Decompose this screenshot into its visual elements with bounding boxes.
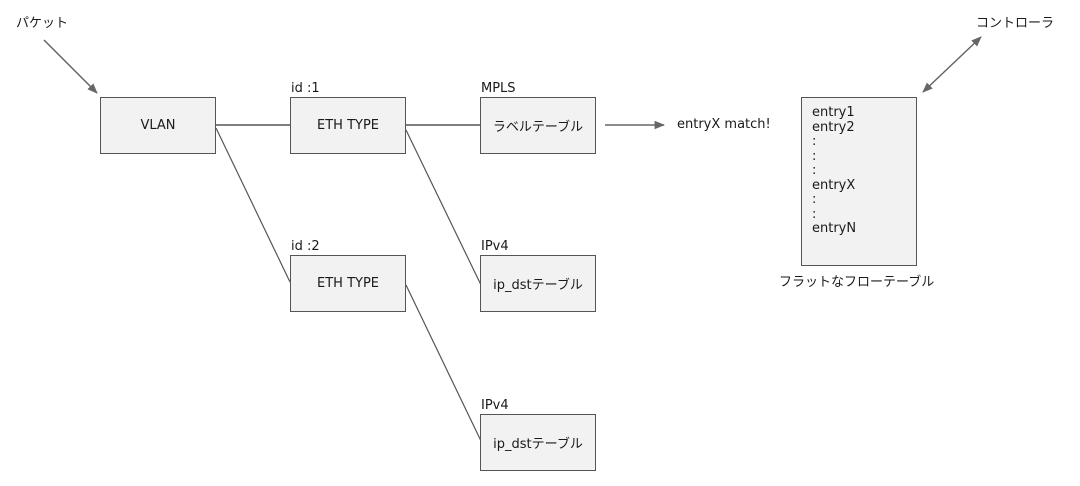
ip-dst-table-box-1: ip_dstテーブル [480,255,596,312]
id1-label: id :1 [291,81,320,96]
flow-entry: : [812,206,817,222]
id2-label: id :2 [291,239,320,254]
flow-entry: entryN [812,221,857,236]
ip-dst-table-box-2: ip_dstテーブル [480,414,596,471]
match-label: entryX match! [677,117,771,132]
vlan-box: VLAN [100,97,216,154]
edge-eth2-ipdst [405,284,482,442]
flow-entry: : [812,134,817,149]
edge-vlan-eth2 [215,127,291,283]
edge-eth1-ipdst [405,129,482,286]
flow-entry: : [812,148,817,164]
flow-entry: : [812,192,817,207]
ip-dst-table-box-1-label: ip_dstテーブル [493,278,583,293]
vlan-box-label: VLAN [140,118,176,133]
label-table-box: ラベルテーブル [480,97,596,154]
eth-type-box-2: ETH TYPE [290,255,406,312]
ipv4-label-1: IPv4 [481,239,509,254]
mpls-label: MPLS [481,81,516,96]
packet-label: パケット [16,16,69,31]
eth-type-box-2-label: ETH TYPE [317,276,379,291]
eth-type-box-1: ETH TYPE [290,97,406,154]
flow-entry: : [812,163,817,178]
ipv4-label-2: IPv4 [481,398,509,413]
flow-entry: entry2 [812,119,855,135]
eth-type-box-1-label: ETH TYPE [317,118,379,133]
label-table-box-label: ラベルテーブル [492,120,584,135]
controller-label: コントローラ [976,16,1055,31]
flat-flow-table-label: フラットなフローテーブル [779,275,935,290]
flow-entry: entryX [812,177,856,193]
packet-arrow [43,39,98,94]
flow-entry: entry1 [812,105,855,120]
flat-flow-table: entry1 entry2 : : : entryX : : entryN [801,97,917,266]
controller-arrow [922,36,982,93]
ip-dst-table-box-2-label: ip_dstテーブル [493,437,583,452]
